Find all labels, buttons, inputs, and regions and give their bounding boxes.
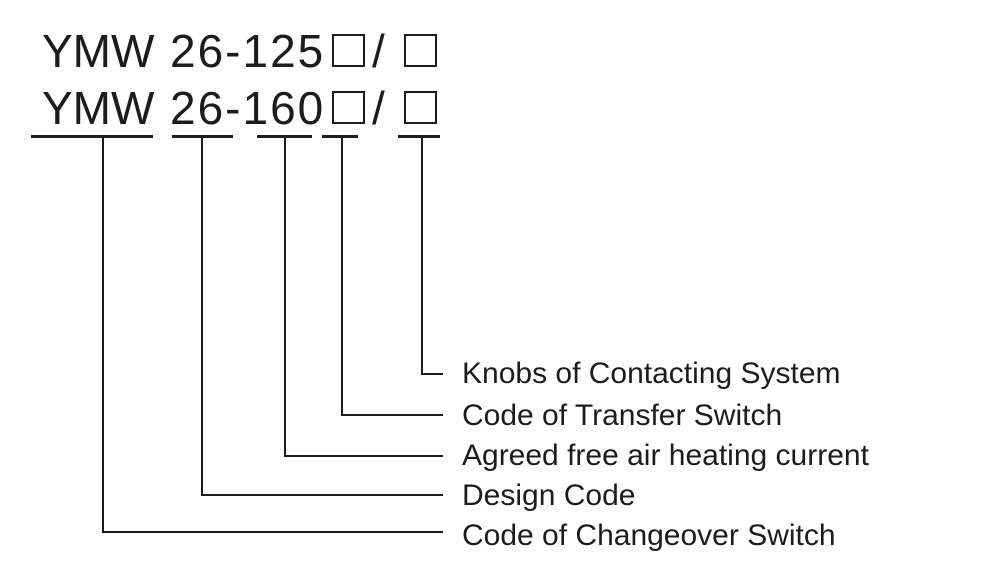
slash-separator: / — [372, 82, 385, 134]
leader-hline-heating-current — [284, 455, 443, 457]
leader-hline-transfer-switch — [341, 414, 443, 416]
underline-transfer-switch-code — [322, 135, 358, 138]
leader-vline-transfer-switch — [341, 137, 343, 416]
placeholder-box-icon — [332, 34, 365, 67]
label-code-of-changeover-switch: Code of Changeover Switch — [462, 519, 836, 552]
label-design-code: Design Code — [462, 479, 636, 512]
placeholder-box-icon — [404, 91, 437, 124]
leader-vline-contacting-knobs — [421, 137, 423, 375]
underline-contacting-knobs — [398, 135, 440, 138]
label-agreed-free-air-heating-current: Agreed free air heating current — [462, 439, 869, 472]
model-prefix-line2: YMW — [42, 82, 155, 134]
placeholder-box-icon — [332, 91, 365, 124]
slash-separator: / — [372, 25, 385, 77]
model-code-line2: 26-160 — [170, 82, 326, 134]
placeholder-box-icon — [404, 34, 437, 67]
leader-hline-changeover-switch — [102, 531, 443, 533]
underline-changeover-switch-code — [31, 135, 153, 138]
leader-vline-design-code — [201, 137, 203, 496]
underline-design-code — [172, 135, 233, 138]
label-knobs-of-contacting-system: Knobs of Contacting System — [462, 357, 841, 390]
leader-hline-design-code — [201, 494, 443, 496]
model-code-line1: 26-125 — [170, 25, 326, 77]
leader-vline-heating-current — [284, 137, 286, 457]
leader-hline-contacting-knobs — [421, 373, 443, 375]
leader-vline-changeover-switch — [102, 137, 104, 533]
label-code-of-transfer-switch: Code of Transfer Switch — [462, 399, 783, 432]
underline-heating-current — [257, 135, 312, 138]
model-prefix-line1: YMW — [42, 25, 155, 77]
